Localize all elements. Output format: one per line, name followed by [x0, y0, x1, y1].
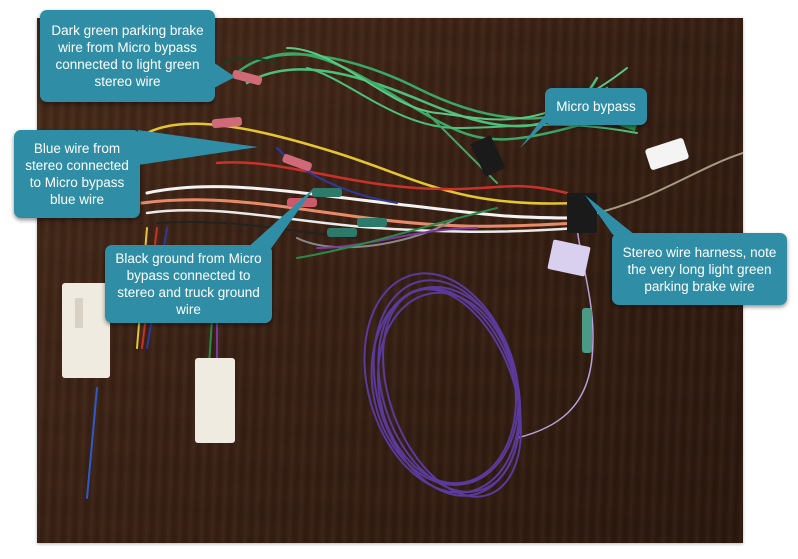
callout-parking-brake-text: Dark green parking brake wire from Micro… — [51, 23, 204, 89]
reverse-signal-tag — [547, 239, 591, 277]
white-plugs — [62, 283, 235, 443]
connectors — [211, 69, 689, 353]
white-tag — [645, 138, 689, 170]
callout-parking-brake: Dark green parking brake wire from Micro… — [40, 10, 215, 102]
callout-micro-bypass-text: Micro bypass — [556, 99, 636, 114]
callout-micro-bypass-pointer — [520, 115, 555, 148]
callout-blue-wire-text: Blue wire from stereo connected to Micro… — [25, 141, 129, 207]
callout-black-ground: Black ground from Micro bypass connected… — [105, 245, 272, 323]
callout-blue-wire: Blue wire from stereo connected to Micro… — [14, 130, 140, 218]
callout-parking-brake-pointer — [210, 60, 235, 90]
callout-stereo-harness-pointer — [585, 195, 635, 235]
purple-wire-coil — [363, 272, 522, 498]
stereo-plug-left — [62, 283, 110, 378]
callout-black-ground-pointer — [245, 187, 315, 250]
micro-bypass-module — [470, 135, 506, 177]
purple-wire-connector — [582, 308, 592, 353]
callout-stereo-harness-text: Stereo wire harness, note the very long … — [622, 244, 777, 294]
stereo-plug-small — [195, 358, 235, 443]
callout-micro-bypass: Micro bypass — [545, 88, 647, 125]
callout-stereo-harness: Stereo wire harness, note the very long … — [612, 233, 787, 305]
stereo-harness-plug — [567, 193, 597, 233]
callout-black-ground-text: Black ground from Micro bypass connected… — [115, 251, 262, 317]
callout-blue-wire-pointer — [138, 130, 258, 165]
